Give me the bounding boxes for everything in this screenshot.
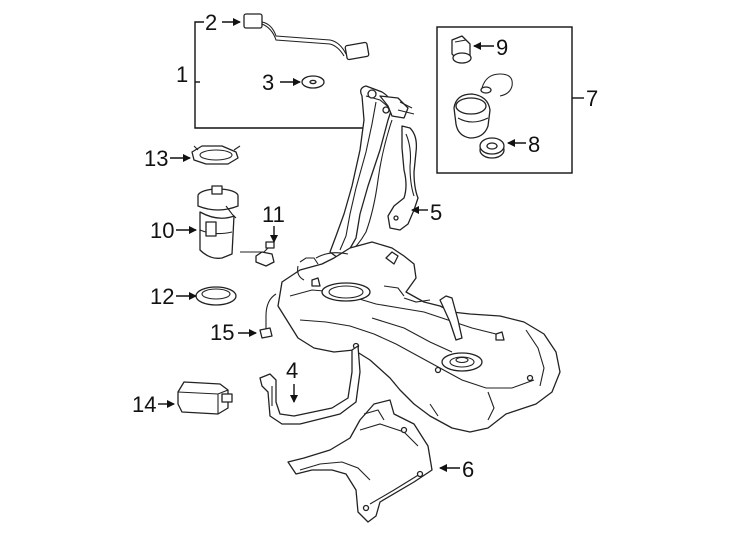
callout-5-label: 5 (430, 200, 442, 225)
callout-15-label: 15 (210, 320, 234, 345)
harness-connector-left (243, 13, 263, 29)
callout-14: 14 (132, 392, 175, 417)
gasket-8 (479, 137, 505, 159)
filler-neck (329, 85, 415, 259)
callout-4-label: 4 (286, 358, 298, 383)
washer-hole (309, 79, 317, 85)
callout-5: 5 (411, 200, 442, 225)
callout-11-label: 11 (262, 202, 285, 227)
callout-11: 11 (262, 202, 285, 243)
strap-4 (259, 345, 361, 425)
callout-1-label: 1 (176, 62, 188, 87)
callout-3-label: 3 (262, 70, 274, 95)
callout-1-bracket (194, 21, 364, 129)
seal-ring-12 (195, 286, 237, 306)
callout-7-label: 7 (586, 86, 598, 111)
valve-part (451, 35, 472, 64)
callout-1: 1 (176, 21, 364, 129)
harness-connector-right (344, 41, 370, 61)
callout-2: 2 (205, 10, 241, 35)
wire-harness (243, 13, 370, 61)
callout-10-label: 10 (150, 218, 174, 243)
fuel-tank (277, 241, 561, 433)
fuel-pump-10 (197, 185, 239, 259)
callout-13: 13 (144, 146, 191, 171)
callout-2-label: 2 (205, 10, 217, 35)
heat-shield-5 (387, 125, 419, 231)
callout-12-label: 12 (150, 284, 174, 309)
callout-3: 3 (262, 70, 301, 95)
fuel-cap (453, 73, 513, 139)
callout-8: 8 (507, 132, 540, 157)
callout-14-label: 14 (132, 392, 156, 417)
callout-12: 12 (150, 284, 197, 309)
lock-ring-13 (191, 145, 241, 165)
callout-4: 4 (286, 358, 298, 403)
module-14 (177, 381, 233, 415)
callout-9-label: 9 (496, 35, 508, 60)
callout-13-label: 13 (144, 146, 168, 171)
callout-8-label: 8 (528, 132, 540, 157)
callout-7: 7 (572, 86, 598, 111)
callout-10: 10 (150, 218, 197, 243)
callout-15: 15 (210, 320, 257, 345)
shield-6 (287, 399, 433, 523)
callout-9: 9 (473, 35, 508, 60)
sender-15 (259, 293, 277, 339)
callout-6: 6 (439, 457, 474, 482)
sensor-11 (240, 241, 275, 267)
callout-6-label: 6 (462, 457, 474, 482)
seal-ring-12-inner (201, 288, 231, 300)
callout-7-box (436, 26, 573, 174)
